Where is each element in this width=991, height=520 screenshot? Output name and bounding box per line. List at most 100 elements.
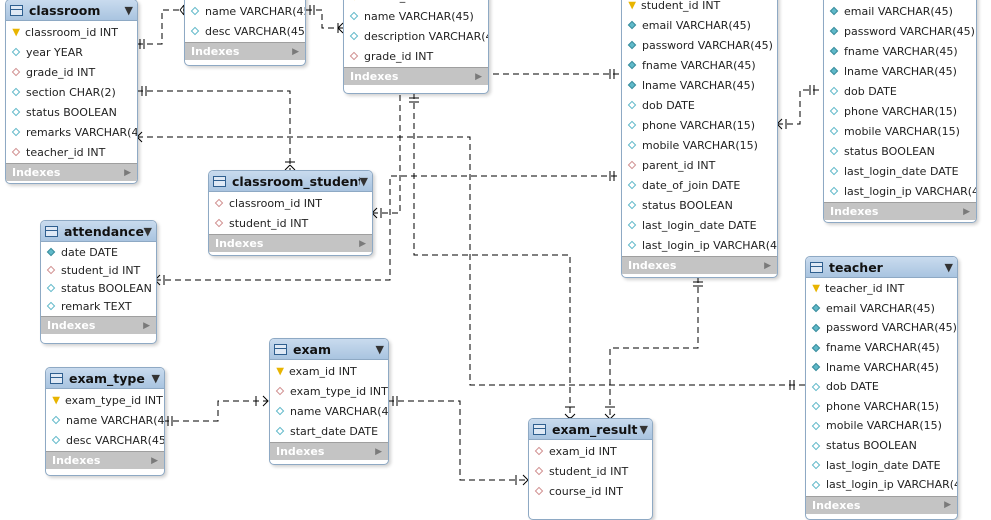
indexes-bar[interactable]: Indexes▶	[46, 451, 164, 469]
column-row[interactable]: ▲teacher_id INT	[806, 279, 957, 299]
column-row[interactable]: fname VARCHAR(45)	[806, 338, 957, 358]
column-row[interactable]: password VARCHAR(45)	[806, 318, 957, 338]
column-row[interactable]: dob DATE	[806, 377, 957, 397]
column-row[interactable]: email VARCHAR(45)	[824, 1, 976, 21]
expand-arrow-icon[interactable]: ▶	[292, 46, 299, 57]
column-row[interactable]: mobile VARCHAR(15)	[824, 121, 976, 141]
column-row[interactable]: classroom_id INT	[209, 193, 372, 213]
expand-arrow-icon[interactable]: ▶	[475, 71, 482, 82]
column-row[interactable]: password VARCHAR(45)	[824, 21, 976, 41]
collapse-arrow-icon[interactable]: ▼	[359, 174, 368, 188]
table-header[interactable]: exam ▼	[270, 339, 388, 360]
table-grade[interactable]: name VARCHAR(45)desc VARCHAR(45) Indexes…	[184, 0, 306, 66]
indexes-bar[interactable]: Indexes▶	[824, 202, 976, 220]
column-row[interactable]: status BOOLEAN	[41, 279, 156, 297]
expand-arrow-icon[interactable]: ▶	[143, 320, 150, 331]
column-row[interactable]: last_login_ip VARCHAR(45)	[806, 475, 957, 495]
collapse-arrow-icon[interactable]: ▼	[944, 260, 953, 274]
column-row[interactable]: student_id INT	[41, 261, 156, 279]
column-row[interactable]: ▲classroom_id INT	[6, 22, 137, 42]
column-row[interactable]: last_login_ip VARCHAR(45)	[824, 181, 976, 201]
column-row[interactable]: ▲exam_type_id INT	[46, 390, 164, 410]
column-row[interactable]: name VARCHAR(45)	[344, 6, 488, 26]
column-row[interactable]: last_login_date DATE	[622, 215, 777, 235]
indexes-bar[interactable]: Indexes▶	[270, 442, 388, 460]
column-row[interactable]: dob DATE	[622, 95, 777, 115]
collapse-arrow-icon[interactable]: ▼	[124, 3, 133, 17]
column-row[interactable]: grade_id INT	[6, 62, 137, 82]
column-row[interactable]: status BOOLEAN	[806, 436, 957, 456]
expand-arrow-icon[interactable]: ▶	[944, 500, 951, 511]
table-header[interactable]: classroom_student ▼	[209, 171, 372, 192]
table-header[interactable]: teacher ▼	[806, 257, 957, 278]
table-header[interactable]: exam_result ▼	[529, 419, 652, 440]
expand-arrow-icon[interactable]: ▶	[151, 455, 158, 466]
column-row[interactable]: fname VARCHAR(45)	[622, 55, 777, 75]
column-row[interactable]: last_login_date DATE	[806, 455, 957, 475]
table-header[interactable]: exam_type ▼	[46, 368, 164, 389]
column-row[interactable]: student_id INT	[209, 213, 372, 233]
column-row[interactable]: student_id INT	[529, 461, 652, 481]
column-row[interactable]: ▲student_id INT	[622, 0, 777, 15]
column-row[interactable]: remarks VARCHAR(45)	[6, 122, 137, 142]
column-row[interactable]: name VARCHAR(45)	[270, 401, 388, 421]
expand-arrow-icon[interactable]: ▶	[375, 446, 382, 457]
expand-arrow-icon[interactable]: ▶	[359, 238, 366, 249]
column-row[interactable]: teacher_id INT	[6, 142, 137, 162]
table-parent[interactable]: email VARCHAR(45)password VARCHAR(45)fna…	[823, 0, 977, 223]
column-row[interactable]: course_id INT	[529, 481, 652, 501]
expand-arrow-icon[interactable]: ▶	[764, 260, 771, 271]
column-row[interactable]: phone VARCHAR(15)	[824, 101, 976, 121]
collapse-arrow-icon[interactable]: ▼	[151, 371, 160, 385]
collapse-arrow-icon[interactable]: ▼	[143, 224, 152, 238]
column-row[interactable]: lname VARCHAR(45)	[806, 357, 957, 377]
column-row[interactable]: ▲course_id INT	[344, 0, 488, 6]
indexes-bar[interactable]: Indexes▶	[622, 256, 777, 274]
column-row[interactable]: year YEAR	[6, 42, 137, 62]
indexes-bar[interactable]: Indexes▶	[6, 163, 137, 181]
indexes-bar[interactable]: Indexes▶	[344, 67, 488, 85]
column-row[interactable]: name VARCHAR(45)	[185, 1, 305, 21]
collapse-arrow-icon[interactable]: ▼	[639, 422, 648, 436]
column-row[interactable]: remark TEXT	[41, 297, 156, 315]
column-row[interactable]: phone VARCHAR(15)	[806, 397, 957, 417]
column-row[interactable]: status BOOLEAN	[622, 195, 777, 215]
column-row[interactable]: phone VARCHAR(15)	[622, 115, 777, 135]
column-row[interactable]: last_login_date DATE	[824, 161, 976, 181]
column-row[interactable]: password VARCHAR(45)	[622, 35, 777, 55]
indexes-bar[interactable]: Indexes▶	[185, 42, 305, 60]
column-row[interactable]: email VARCHAR(45)	[622, 15, 777, 35]
expand-arrow-icon[interactable]: ▶	[124, 167, 131, 178]
column-row[interactable]: section CHAR(2)	[6, 82, 137, 102]
column-row[interactable]: start_date DATE	[270, 421, 388, 441]
column-row[interactable]: mobile VARCHAR(15)	[622, 135, 777, 155]
column-row[interactable]: desc VARCHAR(45)	[185, 21, 305, 41]
column-row[interactable]: exam_id INT	[529, 441, 652, 461]
column-row[interactable]: name VARCHAR(45)	[46, 410, 164, 430]
column-row[interactable]: fname VARCHAR(45)	[824, 41, 976, 61]
column-row[interactable]: dob DATE	[824, 81, 976, 101]
column-row[interactable]: ▲exam_id INT	[270, 361, 388, 381]
indexes-bar[interactable]: Indexes▶	[209, 234, 372, 252]
table-header[interactable]: attendance ▼	[41, 221, 156, 242]
collapse-arrow-icon[interactable]: ▼	[375, 342, 384, 356]
column-row[interactable]: parent_id INT	[622, 155, 777, 175]
column-row[interactable]: last_login_ip VARCHAR(45)	[622, 235, 777, 255]
table-header[interactable]: classroom ▼	[6, 0, 137, 21]
column-row[interactable]: exam_type_id INT	[270, 381, 388, 401]
column-row[interactable]: lname VARCHAR(45)	[622, 75, 777, 95]
column-row[interactable]: mobile VARCHAR(15)	[806, 416, 957, 436]
indexes-bar[interactable]: Indexes▶	[806, 495, 957, 514]
column-row[interactable]: description VARCHAR(45)	[344, 26, 488, 46]
column-row[interactable]: email VARCHAR(45)	[806, 299, 957, 319]
indexes-bar[interactable]: Indexes▶	[41, 316, 156, 334]
column-row[interactable]: status BOOLEAN	[6, 102, 137, 122]
column-row[interactable]: status BOOLEAN	[824, 141, 976, 161]
